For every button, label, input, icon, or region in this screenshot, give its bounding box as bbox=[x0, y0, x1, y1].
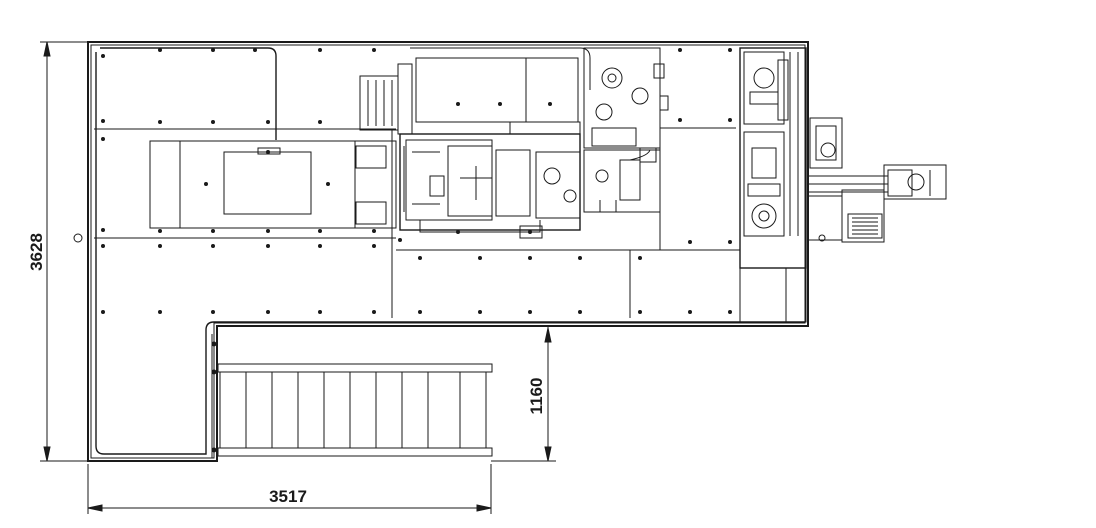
access-stair bbox=[211, 334, 493, 458]
engine-assembly bbox=[359, 47, 669, 239]
fuel-tank-block bbox=[149, 140, 397, 229]
exhaust-silencer bbox=[807, 117, 947, 243]
dimension-walkway-height bbox=[491, 326, 556, 462]
dimension-width-overall bbox=[87, 464, 492, 514]
dimension-walkway-label: 1160 bbox=[527, 378, 546, 415]
dimension-width-label: 3517 bbox=[269, 487, 307, 506]
base-frame bbox=[73, 41, 809, 462]
dimension-height-label: 3628 bbox=[27, 233, 46, 271]
control-cabinet bbox=[739, 47, 807, 323]
bolt-dots bbox=[101, 48, 732, 314]
dimension-height-overall bbox=[40, 41, 88, 462]
